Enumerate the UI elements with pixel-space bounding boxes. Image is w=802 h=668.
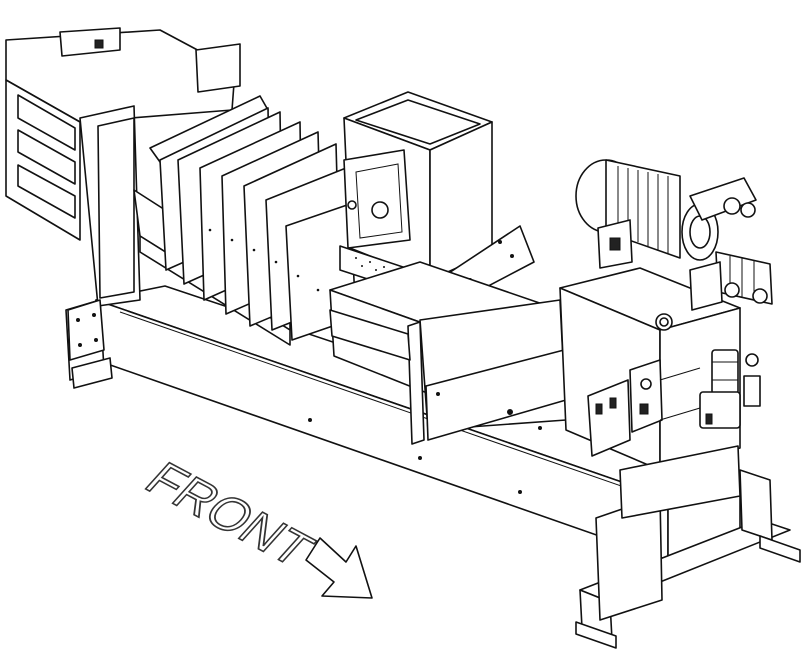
ram-housing: [329, 261, 567, 445]
filter: [699, 349, 761, 429]
arrow-down-right-icon: [305, 537, 373, 599]
front-orientation-marker: FRONT: [134, 452, 373, 599]
front-label: FRONT: [135, 452, 326, 576]
valve-block: [587, 359, 663, 457]
left-hopper-assembly: [5, 27, 357, 361]
hydraulic-unit: [559, 267, 761, 519]
electric-motor: [575, 159, 773, 311]
